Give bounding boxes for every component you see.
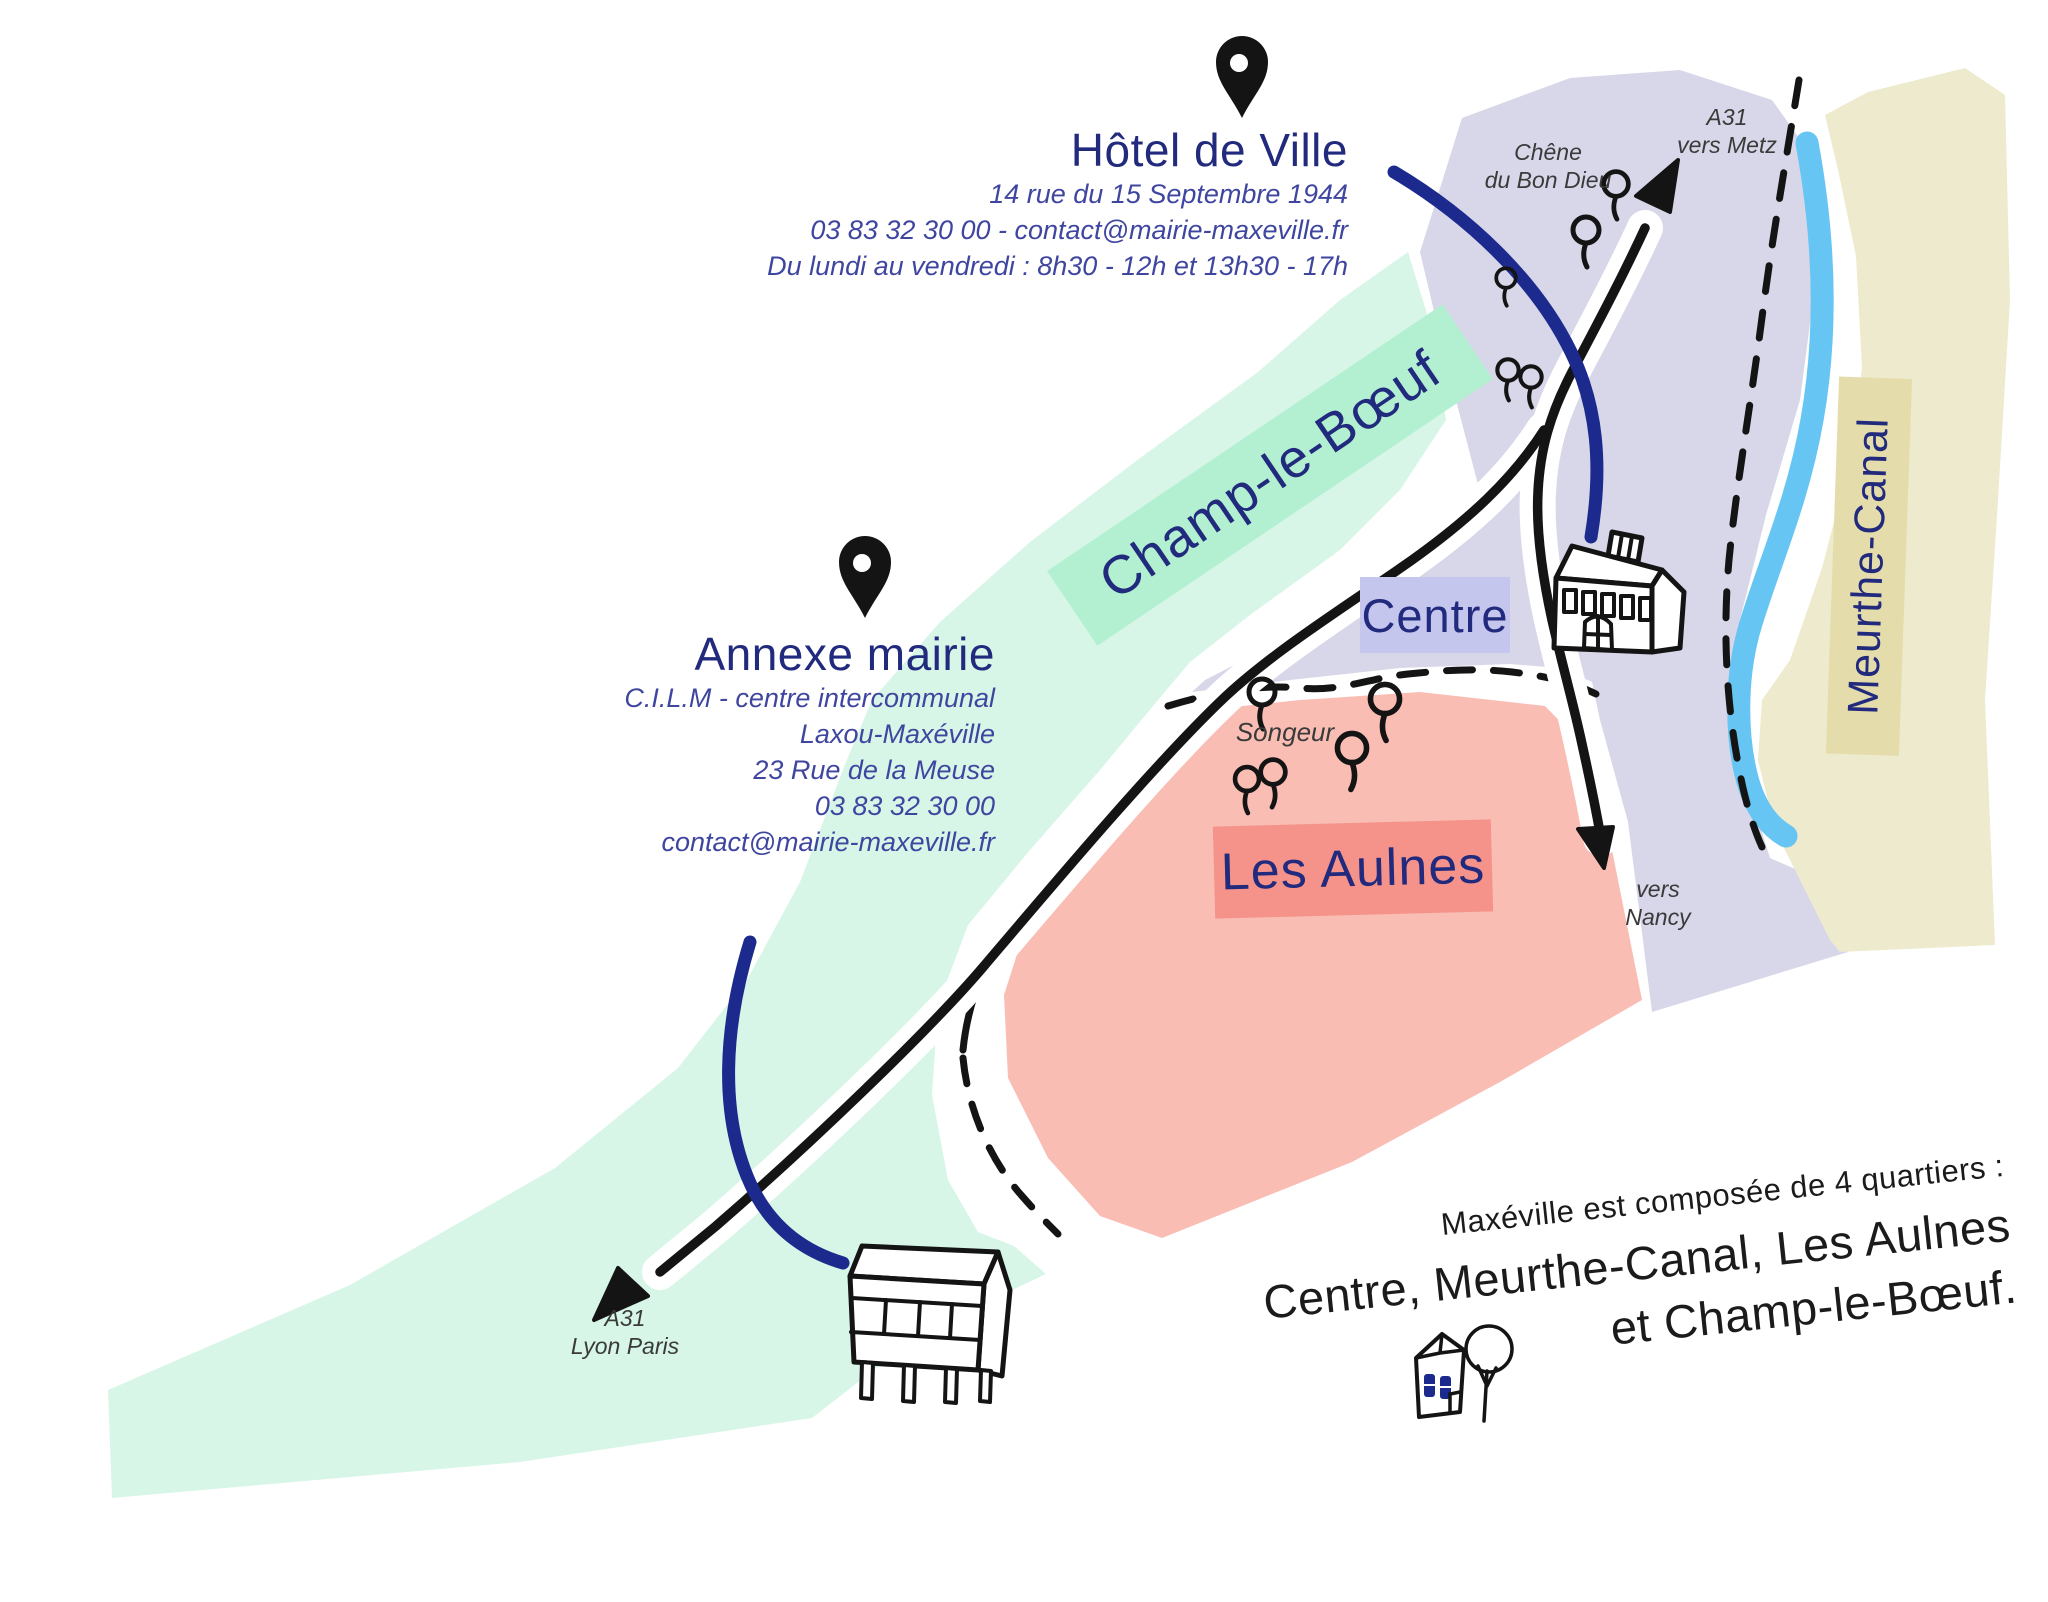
town-hall-icon — [1551, 529, 1687, 655]
district-label-meurthe-canal: Meurthe-Canal — [1825, 376, 1913, 756]
dashed-boundary-east — [1722, 76, 1803, 851]
arrow-vers-metz-icon — [1634, 158, 1680, 214]
tree-icon — [1464, 1324, 1514, 1423]
route-to-annexe-mairie — [722, 935, 850, 1270]
chene-line2: du Bon Dieu — [1484, 167, 1612, 193]
a31-vers-metz-label: A31 vers Metz — [1677, 103, 1777, 159]
metz-line1: A31 — [1706, 103, 1748, 130]
annexe-street-line: 23 Rue de la Meuse — [753, 755, 995, 786]
route-to-hotel-de-ville — [1387, 165, 1604, 544]
hotel-de-ville-title: Hôtel de Ville — [1070, 124, 1348, 176]
location-pin-hotel-icon — [1216, 36, 1268, 118]
hotel-de-ville-callout: Hôtel de Ville 14 rue du 15 Septembre 19… — [767, 124, 1348, 284]
chene-du-bon-dieu-label: Chêne du Bon Dieu — [1485, 138, 1612, 194]
arrow-vers-nancy-icon — [1576, 825, 1615, 870]
location-pin-annexe-icon — [839, 536, 891, 618]
direction-arrows — [592, 158, 1680, 1322]
hotel-address-line: 14 rue du 15 Septembre 1944 — [989, 178, 1348, 209]
hotel-contact-line: 03 83 32 30 00 - contact@mairie-maxevill… — [810, 214, 1348, 245]
region-centre-shape — [1192, 70, 1848, 1012]
songeur-label: Songeur — [1236, 717, 1334, 749]
meurthe-canal-river — [1727, 131, 1834, 848]
chene-line1: Chêne — [1514, 138, 1582, 165]
annexe-email-line: contact@mairie-maxeville.fr — [661, 827, 996, 858]
region-les-aulnes-shape — [1004, 692, 1642, 1238]
dashed-boundary-centre-aulnes — [1164, 666, 1600, 710]
roads — [655, 223, 1650, 1277]
arrow-a31-lyon-icon — [592, 1266, 650, 1322]
lyon-line1: A31 — [604, 1304, 646, 1331]
district-label-centre: Centre — [1360, 577, 1510, 653]
annexe-mairie-title: Annexe mairie — [694, 628, 995, 680]
nancy-line1: vers — [1636, 875, 1680, 902]
hotel-hours-line: Du lundi au vendredi : 8h30 - 12h et 13h… — [767, 251, 1348, 282]
vers-nancy-label: vers Nancy — [1625, 875, 1690, 931]
annexe-city-line: Laxou-Maxéville — [799, 718, 995, 749]
road-southwest — [655, 425, 1549, 1277]
road-a31-north-south — [1532, 223, 1650, 843]
annexe-cilm-line: C.I.L.M - centre intercommunal — [624, 682, 995, 713]
annexe-mairie-callout: Annexe mairie C.I.L.M - centre intercomm… — [624, 628, 996, 861]
a31-lyon-paris-label: A31 Lyon Paris — [571, 1304, 679, 1360]
songeur-text: Songeur — [1235, 717, 1335, 748]
lyon-line2: Lyon Paris — [570, 1333, 680, 1359]
blue-routes — [722, 165, 1604, 1270]
dashed-boundary-aulnes-south — [959, 1054, 1062, 1238]
house-icon — [1414, 1332, 1466, 1419]
annexe-phone-line: 03 83 32 30 00 — [814, 791, 995, 822]
nancy-line2: Nancy — [1625, 904, 1691, 930]
cilm-building-icon — [847, 1243, 1013, 1405]
metz-line2: vers Metz — [1677, 132, 1777, 158]
district-label-les-aulnes: Les Aulnes — [1212, 819, 1494, 919]
